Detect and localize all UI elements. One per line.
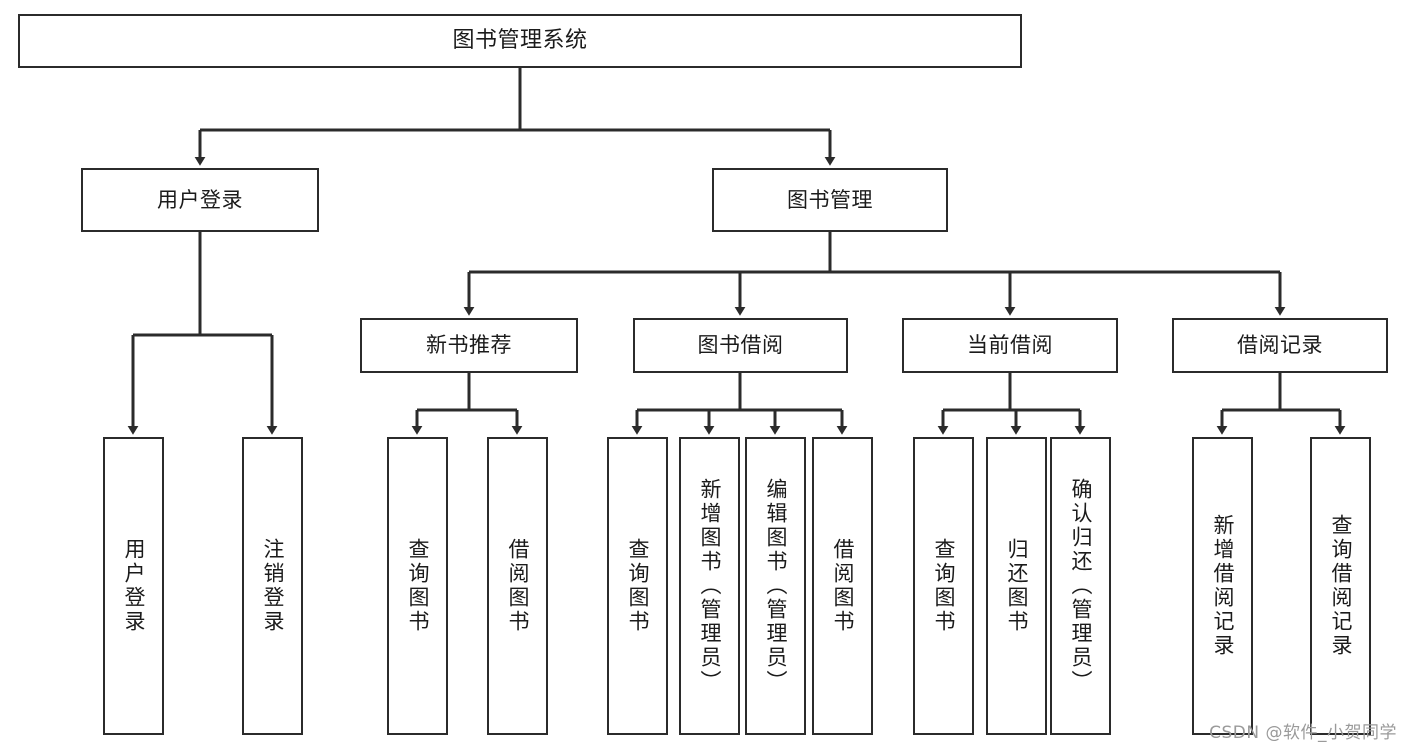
node-leaf-query-borrow-rec[interactable]: 查询借阅记录 — [1310, 437, 1371, 735]
node-leaf-borrow-book-rec[interactable]: 借阅图书 — [487, 437, 548, 735]
node-new-book-rec-label: 新书推荐 — [426, 333, 512, 358]
node-leaf-add-borrow-rec-label: 新增借阅记录 — [1211, 514, 1235, 658]
node-book-manage-label: 图书管理 — [787, 187, 873, 212]
node-leaf-query-book-cur-label: 查询图书 — [932, 538, 956, 634]
node-leaf-query-borrow-rec-label: 查询借阅记录 — [1329, 514, 1353, 658]
node-leaf-query-book-label: 查询图书 — [626, 538, 650, 634]
node-leaf-return-book-label: 归还图书 — [1005, 538, 1029, 634]
node-leaf-query-book-rec-label: 查询图书 — [406, 538, 430, 634]
node-leaf-confirm-return-label: 确认归还（管理员） — [1069, 478, 1093, 694]
node-root[interactable]: 图书管理系统 — [18, 14, 1022, 68]
watermark-text: CSDN @软件_小贺同学 — [1209, 723, 1397, 743]
node-leaf-add-book-admin-label: 新增图书（管理员） — [698, 478, 722, 694]
node-book-manage[interactable]: 图书管理 — [712, 168, 948, 232]
node-current-borrow-label: 当前借阅 — [967, 333, 1053, 358]
node-leaf-confirm-return[interactable]: 确认归还（管理员） — [1050, 437, 1111, 735]
node-leaf-query-book[interactable]: 查询图书 — [607, 437, 668, 735]
node-leaf-user-logout-label: 注销登录 — [261, 538, 285, 634]
node-leaf-add-borrow-rec[interactable]: 新增借阅记录 — [1192, 437, 1253, 735]
node-leaf-borrow-book-label: 借阅图书 — [831, 538, 855, 634]
node-borrow-record-label: 借阅记录 — [1237, 333, 1323, 358]
node-borrow-record[interactable]: 借阅记录 — [1172, 318, 1388, 373]
node-new-book-rec[interactable]: 新书推荐 — [360, 318, 578, 373]
node-leaf-user-login[interactable]: 用户登录 — [103, 437, 164, 735]
node-leaf-user-login-label: 用户登录 — [122, 538, 146, 634]
node-leaf-query-book-cur[interactable]: 查询图书 — [913, 437, 974, 735]
node-leaf-borrow-book[interactable]: 借阅图书 — [812, 437, 873, 735]
node-user-login[interactable]: 用户登录 — [81, 168, 319, 232]
node-leaf-add-book-admin[interactable]: 新增图书（管理员） — [679, 437, 740, 735]
node-current-borrow[interactable]: 当前借阅 — [902, 318, 1118, 373]
node-book-borrow-label: 图书借阅 — [697, 333, 784, 358]
node-leaf-edit-book-admin[interactable]: 编辑图书（管理员） — [745, 437, 806, 735]
node-leaf-user-logout[interactable]: 注销登录 — [242, 437, 303, 735]
node-user-login-label: 用户登录 — [157, 187, 243, 212]
node-leaf-borrow-book-rec-label: 借阅图书 — [506, 538, 530, 634]
node-leaf-query-book-rec[interactable]: 查询图书 — [387, 437, 448, 735]
node-book-borrow[interactable]: 图书借阅 — [633, 318, 848, 373]
node-root-label: 图书管理系统 — [452, 28, 588, 54]
node-leaf-edit-book-admin-label: 编辑图书（管理员） — [764, 478, 788, 694]
node-leaf-return-book[interactable]: 归还图书 — [986, 437, 1047, 735]
